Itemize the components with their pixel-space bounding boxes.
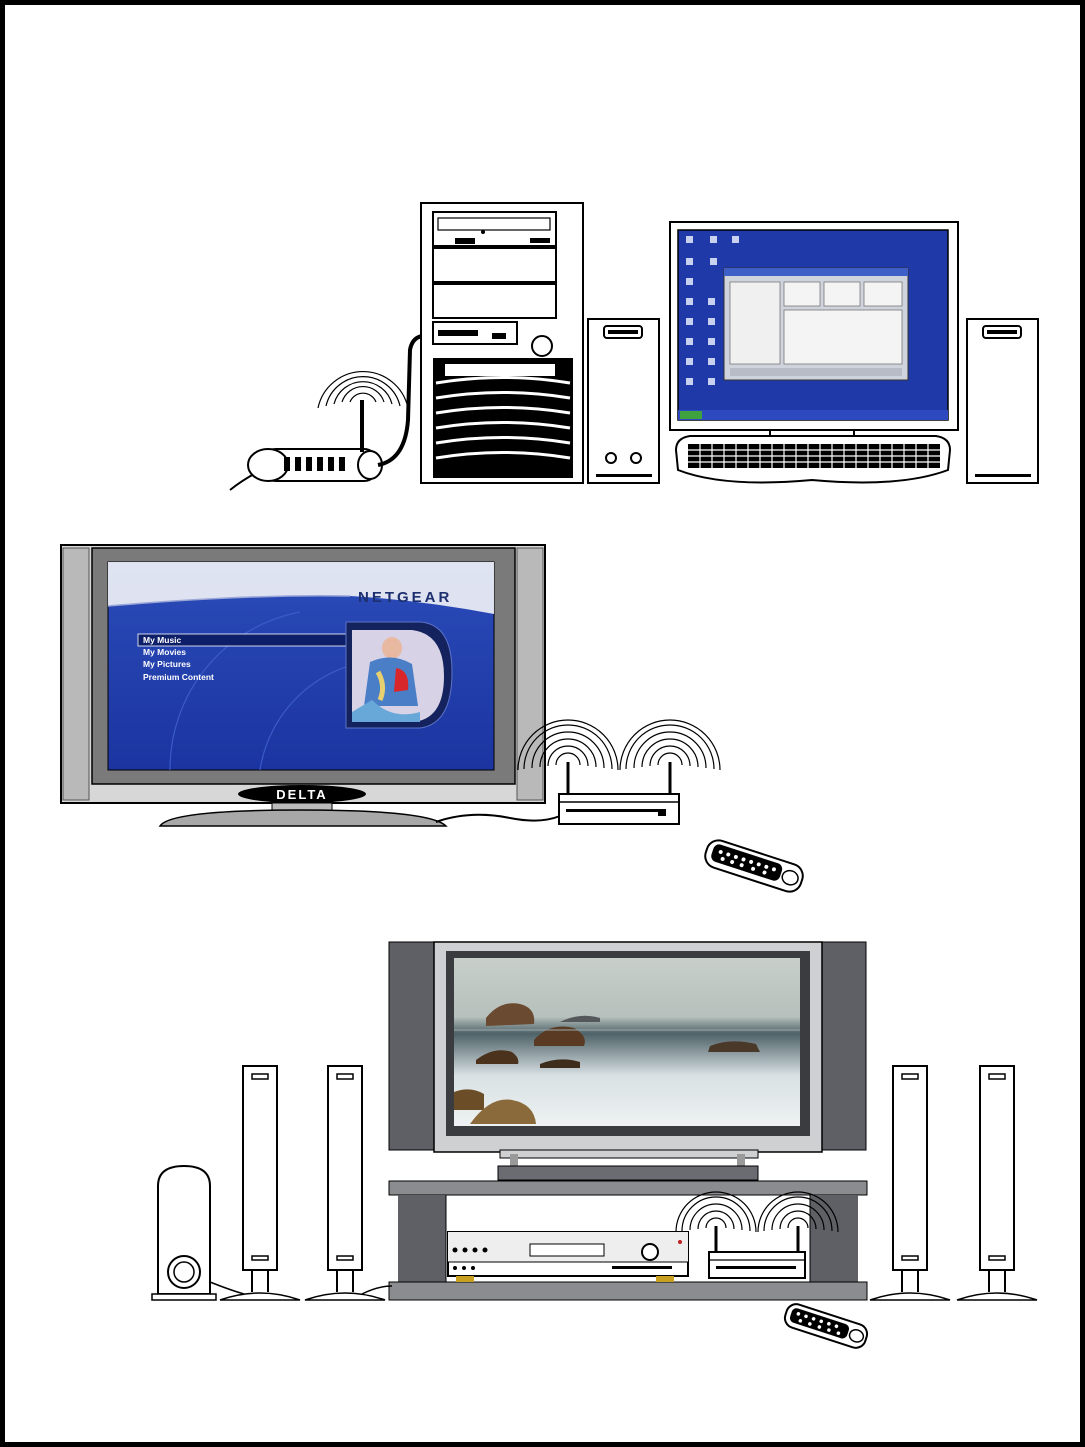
menu-item-music[interactable]: My Music (143, 635, 182, 645)
remote-control-icon (782, 1302, 869, 1351)
powerline-adapter (230, 336, 422, 490)
tv-scene: NETGEAR My Music My Movies My Pictures P… (61, 545, 806, 895)
subwoofer (152, 1166, 244, 1300)
menu-item-premium-content[interactable]: Premium Content (143, 672, 214, 682)
pc-speaker-left (588, 319, 659, 483)
pc-keyboard (676, 436, 950, 482)
media-player (518, 720, 720, 824)
av-receiver (448, 1232, 688, 1282)
pc-monitor (670, 222, 958, 438)
menu-item-movies[interactable]: My Movies (143, 647, 186, 657)
media-artwork (346, 622, 452, 728)
illustration: NETGEAR My Music My Movies My Pictures P… (5, 5, 1080, 1442)
menu-item-pictures[interactable]: My Pictures (143, 659, 191, 669)
pc-tower (421, 203, 583, 483)
home-theater-scene (152, 942, 1037, 1350)
netgear-logo-text: NETGEAR (358, 589, 452, 606)
tv-brand-logo: DELTA (276, 787, 327, 802)
tower-speaker-right-1 (870, 1066, 950, 1300)
pc-scene (230, 203, 1038, 490)
tower-speaker-left-1 (220, 1066, 300, 1300)
pc-speaker-right (967, 319, 1038, 483)
tower-speaker-right-2 (957, 1066, 1037, 1300)
tower-speaker-left-2 (305, 1066, 392, 1300)
remote-control-icon (702, 837, 806, 895)
